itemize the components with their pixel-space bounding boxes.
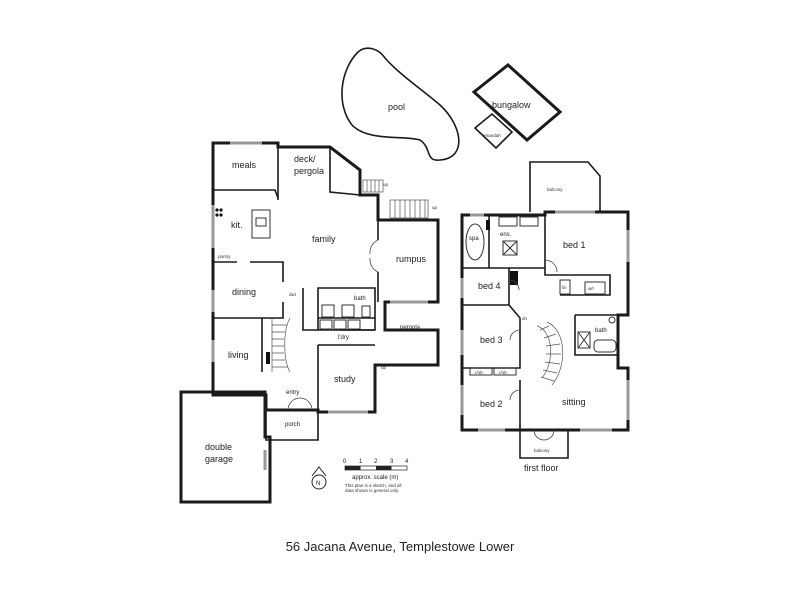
bath-ground-label: bath	[354, 296, 366, 302]
bungalow: bungalow verandah	[471, 63, 563, 150]
laundry-label: l'dry	[338, 335, 349, 341]
bed3-label: bed 3	[480, 335, 503, 345]
up-label-rumpus: up	[432, 205, 438, 210]
scale-label: approx. scale (m)	[352, 475, 398, 481]
pool-label: pool	[388, 102, 405, 112]
scale-tick-4: 4	[405, 459, 409, 465]
up-label-pergola: up	[381, 365, 387, 370]
balcony-top-label: balcony	[547, 187, 563, 192]
scale-note-line1: This plan is a sketch, and all	[345, 483, 402, 488]
rob-label-2: r/ob	[499, 370, 507, 375]
balcony-bottom-label: balcony	[534, 448, 550, 453]
cooktop	[215, 208, 223, 217]
scale-tick-1: 1	[359, 459, 363, 465]
living-label: living	[228, 350, 249, 360]
scale-tick-3: 3	[390, 459, 394, 465]
study-label: study	[334, 374, 356, 384]
deck-label: deck/	[294, 154, 316, 164]
wir-label: w/r	[588, 286, 595, 291]
family-label: family	[312, 234, 336, 244]
kitchen-label: kit.	[231, 220, 243, 230]
rob-label-1: r/ob	[475, 370, 483, 375]
up-label-deck: up	[383, 182, 389, 187]
pergola-label: pergola	[400, 325, 421, 331]
down-label: dn	[522, 316, 528, 321]
garage-label-line1: double	[205, 442, 232, 452]
meals-label: meals	[232, 160, 257, 170]
dining-label: dining	[232, 287, 256, 297]
bungalow-label: bungalow	[492, 100, 531, 110]
bed4-label: bed 4	[478, 281, 501, 291]
property-caption: 56 Jacana Avenue, Templestowe Lower	[286, 539, 515, 554]
rumpus-label: rumpus	[396, 254, 427, 264]
sitting-label: sitting	[562, 397, 586, 407]
double-garage: double garage	[179, 390, 272, 504]
dwl-label: dwl	[289, 292, 296, 297]
scale-tick-2: 2	[374, 459, 378, 465]
bath-first-label: bath	[595, 328, 607, 334]
deck-stairs	[362, 179, 429, 219]
pergola-deck-label: pergola	[294, 166, 324, 176]
bed2-label: bed 2	[480, 399, 503, 409]
ensuite-label: ens.	[500, 232, 512, 238]
porch-label: porch	[285, 422, 300, 428]
pantry-label: pantry	[218, 254, 231, 259]
lin-label: lin	[562, 285, 567, 290]
pool: pool	[341, 47, 460, 161]
ground-stairs	[271, 317, 291, 373]
ground-floor: meals deck/ pergola kit. pantry family r…	[179, 141, 440, 504]
compass: N	[311, 466, 327, 490]
first-floor: w/r lin r/ob r/ob dn	[460, 161, 630, 473]
verandah-label: verandah	[482, 133, 501, 138]
bed1-label: bed 1	[563, 240, 586, 250]
spa-label: spa	[469, 236, 479, 242]
scale-note-line2: data shown is general only.	[345, 488, 399, 493]
scale-bar: 0 1 2 3 4 approx. scale (m) This plan is…	[343, 459, 409, 493]
garage-label-line2: garage	[205, 454, 233, 464]
first-floor-label: first floor	[524, 463, 559, 473]
scale-tick-0: 0	[343, 459, 347, 465]
entry-label: entry	[286, 390, 299, 396]
compass-north-icon: N	[316, 481, 320, 487]
first-stairs	[536, 321, 563, 386]
